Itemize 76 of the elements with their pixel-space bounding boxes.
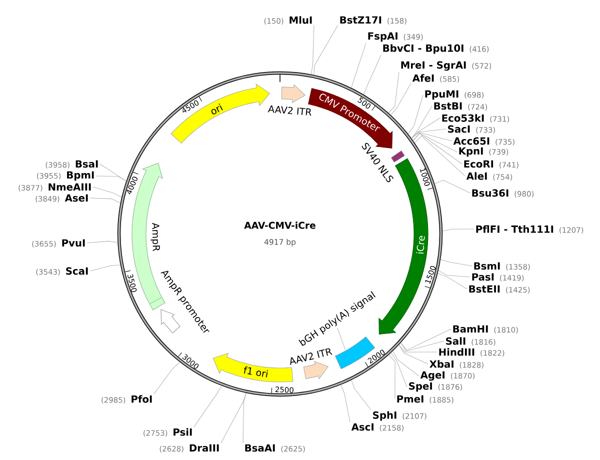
leader-line: [412, 133, 462, 164]
leader-line: [351, 380, 372, 410]
enzyme-label: BbvCI - Bpu10I: [383, 44, 464, 54]
enzyme-label: PflFI - Tth111I: [476, 225, 554, 233]
enzyme-label: SalI: [446, 337, 466, 345]
enzyme-label: AfeI: [412, 74, 434, 82]
enzyme-label: BamHI: [453, 325, 488, 333]
leader-line: [388, 354, 396, 400]
leader-line: [220, 392, 246, 444]
leader-line: [400, 328, 452, 351]
leader-line: [412, 132, 458, 152]
enzyme-label: SphI: [373, 411, 396, 421]
enzyme-label: BsaAI: [245, 444, 275, 452]
enzyme-label: PvuI: [62, 239, 85, 247]
enzyme-label: PmeI: [397, 395, 424, 403]
leader-line: [408, 94, 424, 134]
leader-line: [438, 270, 470, 278]
enzyme-label: DraIII: [190, 444, 219, 452]
leader-line: [398, 344, 438, 352]
leader-line: [154, 362, 180, 394]
enzyme-label: AscI: [351, 423, 374, 431]
enzyme-label: HindIII: [439, 348, 474, 356]
leader-line: [86, 240, 118, 244]
leader-line: [400, 340, 444, 352]
leader-line: [398, 344, 428, 364]
enzyme-label: AseI: [64, 194, 88, 202]
enzyme-label: BsmI: [474, 262, 500, 270]
leader-line: [390, 82, 412, 116]
enzyme-label: FspAI: [368, 32, 398, 42]
leader-line: [411, 106, 432, 139]
leader-line: [92, 186, 122, 198]
leader-line: [411, 132, 452, 142]
enzyme-label: PfoI: [132, 395, 152, 403]
leader-line: [340, 384, 350, 422]
enzyme-label: Acc65I: [453, 137, 490, 145]
enzyme-label: SacI: [448, 125, 470, 133]
enzyme-label: Bsu36I: [472, 189, 508, 197]
enzyme-label: ScaI: [66, 267, 88, 275]
leader-line: [442, 228, 474, 232]
enzyme-label: NmeAIII: [48, 183, 91, 191]
enzyme-label: AleI: [466, 172, 487, 180]
enzyme-label: PpuMI: [425, 90, 458, 100]
leader-line: [100, 164, 127, 182]
enzyme-label: MreI - SgrAI: [401, 61, 466, 71]
enzyme-label: MluI: [290, 16, 312, 24]
leader-line: [194, 386, 222, 428]
leader-line: [314, 24, 338, 76]
enzyme-label: KpnI: [459, 147, 483, 157]
leader-line: [242, 392, 246, 444]
enzyme-label: Eco53kI: [442, 114, 484, 122]
leader-line: [434, 180, 470, 194]
leader-line: [392, 350, 420, 376]
enzyme-label: PasI: [472, 273, 494, 281]
leader-line: [310, 24, 314, 75]
enzyme-label: BsaI: [76, 160, 98, 168]
leader-line: [363, 54, 382, 95]
leader-line: [440, 259, 472, 266]
leader-line: [411, 118, 440, 139]
enzyme-label: BstEII: [469, 285, 500, 293]
enzyme-label: XbaI: [430, 360, 454, 368]
enzyme-label: AgeI: [420, 371, 444, 381]
leader-line: [90, 198, 121, 204]
leader-line: [90, 264, 121, 272]
enzyme-label: PsiI: [174, 428, 192, 436]
enzyme-label: BstBI: [434, 102, 462, 110]
leader-line: [388, 72, 400, 114]
leader-line: [411, 128, 446, 139]
leader-line: [96, 176, 127, 182]
enzyme-label: BpmI: [67, 171, 94, 181]
leader-line: [390, 352, 408, 388]
leader-line: [351, 42, 366, 88]
leader-line: [438, 273, 468, 290]
enzyme-label: EcoRI: [464, 160, 494, 168]
enzyme-label: BstZ17I: [340, 16, 382, 24]
leader-line: [414, 135, 466, 176]
enzyme-label: SpeI: [409, 382, 432, 392]
